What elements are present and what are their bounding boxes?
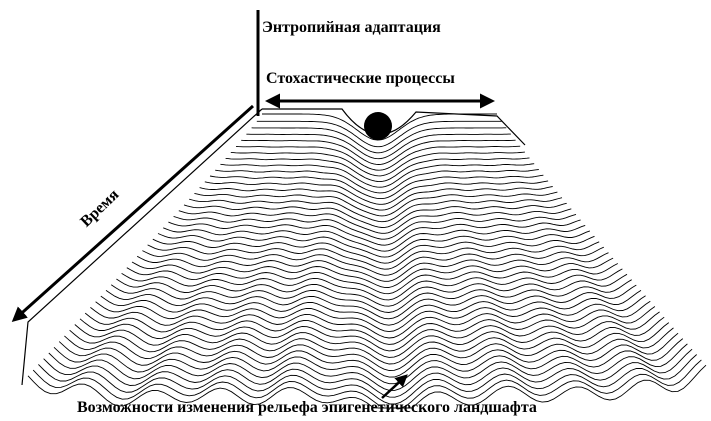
contour-line <box>122 269 623 300</box>
contour-line <box>153 236 595 263</box>
contour-line <box>127 264 618 294</box>
contour-line <box>54 339 683 384</box>
contour-line <box>236 146 520 170</box>
landscape-contour-lines <box>28 114 706 408</box>
contour-line <box>163 225 585 251</box>
contour-line <box>59 333 678 377</box>
contour-line <box>132 258 613 287</box>
ball-icon <box>364 112 392 140</box>
possibilities-label: Возможности изменения рельефа эпигенетич… <box>77 400 537 416</box>
contour-line <box>142 247 603 275</box>
contour-line <box>85 307 655 345</box>
contour-line <box>137 253 608 282</box>
stochastic-processes-label: Стохастические процессы <box>266 71 455 87</box>
contour-line <box>231 152 525 176</box>
entropy-adaptation-label: Энтропийная адаптация <box>262 20 441 36</box>
